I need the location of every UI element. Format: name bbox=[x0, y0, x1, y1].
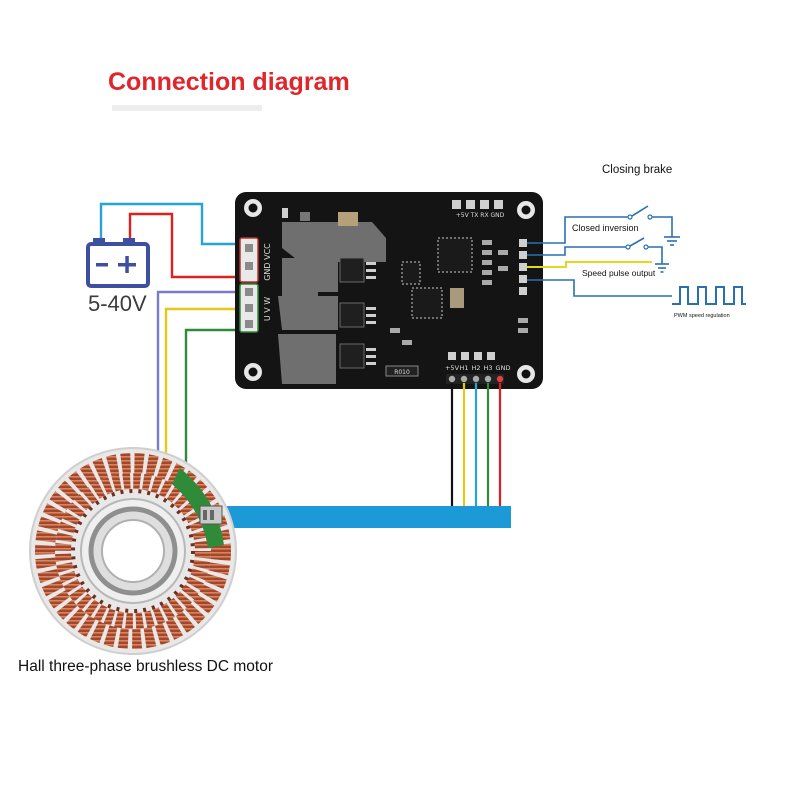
smd-resistor bbox=[482, 250, 492, 255]
smd-resistor bbox=[518, 318, 528, 323]
closing-brake-label: Closing brake bbox=[602, 164, 673, 176]
control-wiring bbox=[527, 205, 746, 305]
smd-resistor bbox=[482, 260, 492, 265]
capacitor bbox=[338, 212, 358, 226]
controller-board: R010 GND VCC U V W +5V TX RX GND bbox=[235, 192, 543, 389]
inversion-wire bbox=[527, 246, 626, 256]
uart-header bbox=[452, 200, 503, 209]
copper-pour bbox=[278, 334, 336, 384]
mounting-hole bbox=[517, 365, 535, 383]
hall-sensor-cable bbox=[224, 506, 511, 528]
hall-pin-label: GND bbox=[496, 364, 511, 372]
speed-pulse-output-label: Speed pulse output bbox=[582, 268, 656, 278]
smd-resistor bbox=[498, 266, 508, 271]
power-terminal bbox=[239, 237, 259, 283]
microcontroller-chip bbox=[437, 237, 473, 273]
closed-inversion-label: Closed inversion bbox=[572, 223, 639, 233]
control-header bbox=[519, 239, 527, 295]
copper-pour bbox=[282, 258, 338, 296]
brake-wire bbox=[527, 216, 628, 244]
smd-resistor bbox=[498, 250, 508, 255]
smd-resistor bbox=[390, 328, 400, 333]
pwm-waveform bbox=[672, 286, 746, 305]
hall-pin-label: H3 bbox=[483, 364, 492, 372]
mosfet bbox=[339, 257, 376, 283]
mounting-hole bbox=[244, 199, 262, 217]
battery-positive-wire bbox=[128, 212, 242, 279]
capacitor bbox=[450, 288, 464, 308]
phase-u-wire bbox=[149, 290, 242, 463]
smd-resistor bbox=[518, 328, 528, 333]
copper-pour bbox=[278, 296, 338, 330]
phase-pins-label: U V W bbox=[263, 297, 272, 321]
motor-label: Hall three-phase brushless DC motor bbox=[18, 658, 273, 675]
battery-negative-wire bbox=[99, 202, 242, 246]
phase-v-wire bbox=[158, 307, 242, 463]
phase-w-wire bbox=[184, 328, 242, 485]
hall-pin-label: +5V bbox=[445, 364, 460, 372]
power-pins-label: GND VCC bbox=[263, 243, 272, 281]
smd-resistor bbox=[402, 340, 412, 345]
phase-terminal bbox=[239, 283, 259, 333]
hall-pin-label: H1 bbox=[459, 364, 468, 372]
copper-pour bbox=[282, 222, 386, 262]
faded-subtitle-strip bbox=[112, 105, 262, 111]
mounting-hole bbox=[517, 201, 535, 219]
uart-header-label: +5V TX RX GND bbox=[456, 212, 505, 219]
hall-signal-wires bbox=[450, 383, 502, 508]
pwm-wire bbox=[527, 279, 672, 297]
diagram-title: Connection diagram bbox=[108, 68, 350, 96]
chip-code-label: R010 bbox=[394, 369, 410, 376]
mosfet bbox=[339, 343, 376, 369]
chip-resistor bbox=[385, 365, 419, 377]
smd-resistor bbox=[482, 280, 492, 285]
brake-switch bbox=[627, 205, 680, 246]
driver-chip bbox=[401, 261, 421, 285]
hall-header bbox=[446, 352, 504, 384]
hall-pin-label: H2 bbox=[471, 364, 480, 372]
capacitor bbox=[282, 208, 288, 218]
smd-resistor bbox=[482, 240, 492, 245]
mounting-hole bbox=[244, 363, 262, 381]
hall-sensor-pcb bbox=[172, 468, 224, 548]
speed-pulse-wire bbox=[527, 261, 652, 268]
inversion-switch bbox=[625, 237, 669, 273]
voltage-label: 5-40V bbox=[88, 291, 147, 316]
pwm-speed-regulation-label: PWM speed regulation bbox=[674, 313, 730, 319]
smd-resistor bbox=[482, 270, 492, 275]
mosfet bbox=[339, 302, 376, 328]
battery-icon bbox=[86, 238, 150, 288]
driver-chip bbox=[411, 287, 443, 319]
brushless-motor bbox=[29, 447, 237, 655]
capacitor bbox=[300, 212, 310, 221]
